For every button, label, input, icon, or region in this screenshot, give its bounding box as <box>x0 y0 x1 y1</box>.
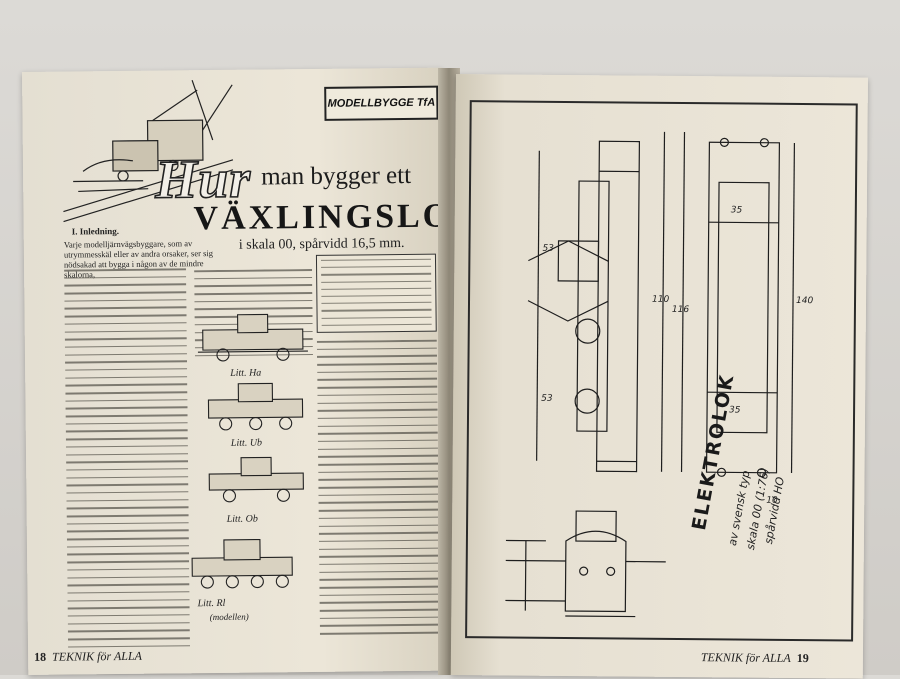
right-footer: TEKNIK för ALLA 19 <box>701 650 809 666</box>
dim-label-3: 110 <box>652 295 670 305</box>
loco-sketch-ob <box>201 449 312 505</box>
left-magazine-name: TEKNIK för ALLA <box>52 649 142 664</box>
loco-label-ob: Litt. Ob <box>227 514 258 525</box>
dim-label-5: 140 <box>796 296 814 306</box>
modellbygge-logo: MODELLBYGGE TfA <box>324 86 438 121</box>
right-page-number: 19 <box>797 651 809 665</box>
section-heading: I. Inledning. <box>72 226 119 236</box>
dim-label-1: 53 <box>542 244 554 254</box>
article-title: VÄXLINGSLOK <box>193 197 448 238</box>
title-rest: man bygger ett <box>261 162 411 192</box>
loco-label-rl: Litt. Rl <box>198 598 226 609</box>
loco-sketch-ha <box>193 309 314 365</box>
body-column-1 <box>64 268 190 654</box>
left-footer: 18 TEKNIK för ALLA <box>34 649 142 665</box>
loco-sketch-rl <box>182 531 303 592</box>
body-column-3 <box>317 340 440 646</box>
right-page: 53 53 110 116 140 35 35 10 ELEKTROLOK av… <box>451 74 868 679</box>
dim-label-2: 53 <box>541 394 553 404</box>
article-subtitle: i skala 00, spårvidd 16,5 mm. <box>239 236 405 254</box>
loco-label-ub: Litt. Ub <box>231 438 262 449</box>
dim-label-6: 35 <box>731 205 743 215</box>
loco-sketch-ub <box>200 377 311 433</box>
loco-label-model: (modellen) <box>210 612 249 622</box>
dim-label-4: 116 <box>672 305 690 315</box>
info-box <box>316 254 437 333</box>
left-page: MODELLBYGGE TfA Hur man bygger ett VÄXLI… <box>22 68 448 675</box>
technical-drawing: 53 53 110 116 140 35 35 10 <box>465 100 854 637</box>
right-magazine-name: TEKNIK för ALLA <box>701 650 791 665</box>
left-page-number: 18 <box>34 650 46 664</box>
